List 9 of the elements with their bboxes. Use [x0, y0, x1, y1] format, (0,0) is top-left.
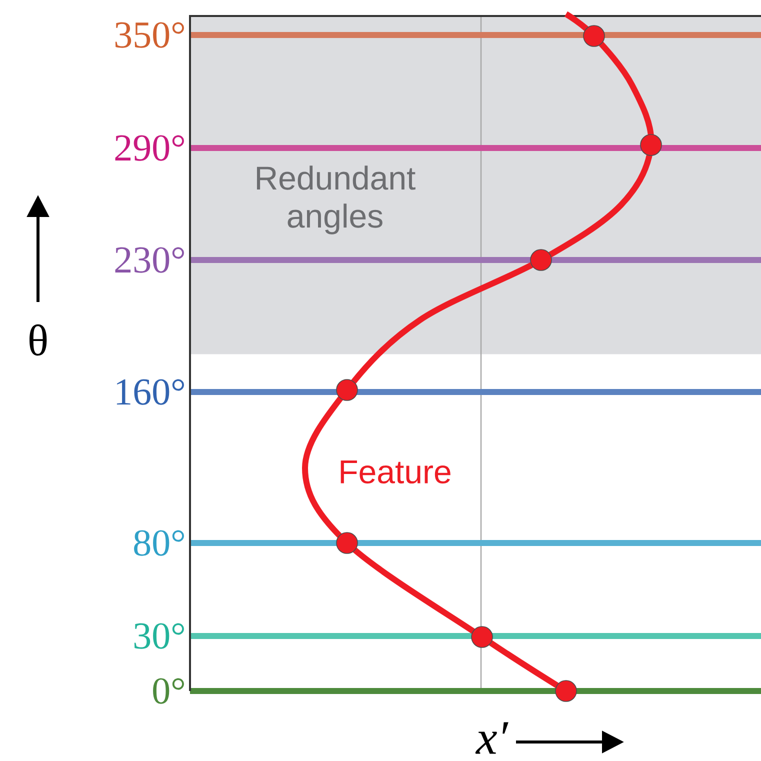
angle-label: 80° — [134, 530, 184, 556]
angle-label: 0° — [153, 678, 184, 704]
shaded-band — [190, 16, 761, 354]
angle-label: 30° — [134, 623, 184, 649]
angle-label: 160° — [116, 379, 184, 405]
curve-label: Feature — [340, 460, 450, 484]
axis-label: θ — [30, 324, 47, 356]
band-label: Redundant angles — [256, 166, 416, 234]
axis-label: x′ — [475, 722, 508, 754]
